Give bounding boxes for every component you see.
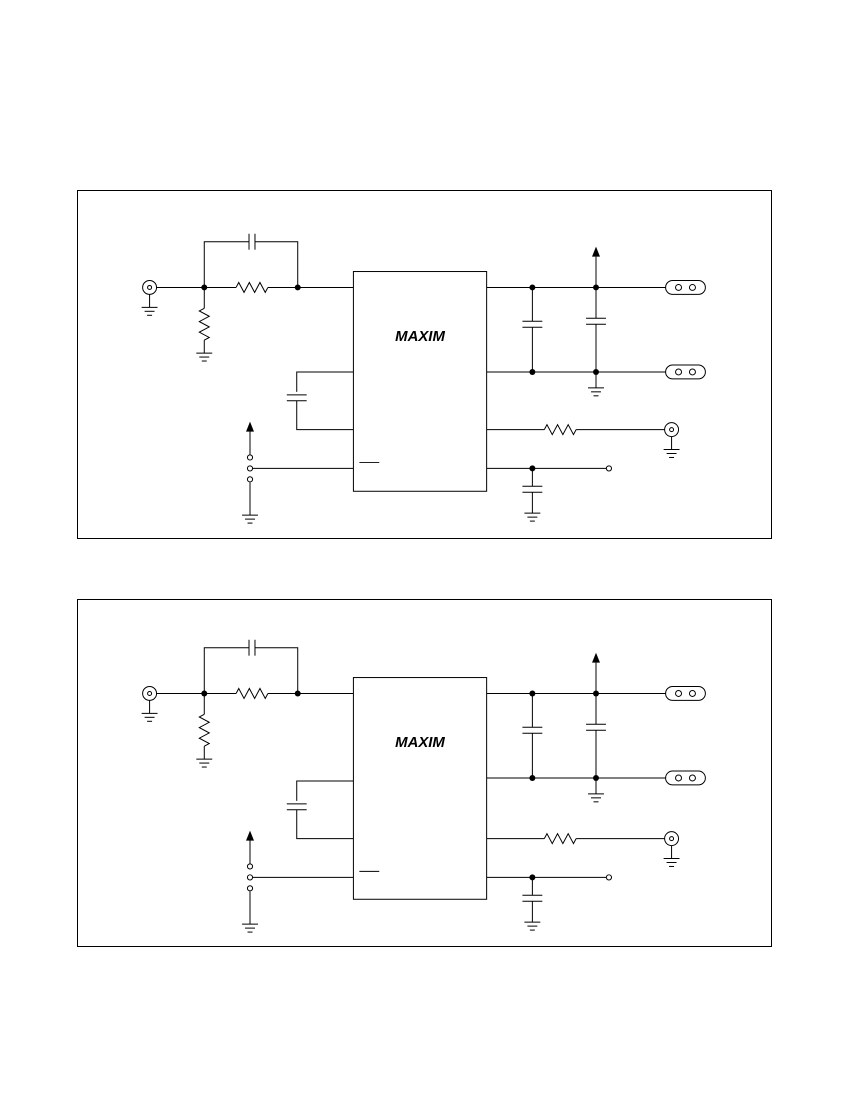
ic-box	[352, 677, 488, 900]
coax-connector-pin	[669, 427, 675, 433]
jack-pin	[688, 689, 696, 697]
open-terminal	[605, 465, 613, 472]
junction-dot	[529, 368, 536, 375]
wire	[296, 371, 354, 392]
ground-symbol	[663, 858, 680, 867]
supply-arrow	[592, 652, 600, 663]
coax-connector	[142, 686, 158, 701]
capacitor	[248, 639, 256, 656]
ic-box	[352, 271, 488, 492]
jack-pin	[688, 774, 696, 782]
ground-symbol	[588, 387, 604, 397]
resistor	[543, 832, 577, 845]
ground-symbol	[196, 352, 213, 362]
coax-connector-pin	[147, 690, 153, 696]
capacitor	[248, 233, 256, 250]
jack-connector	[665, 770, 706, 786]
jack-pin	[675, 689, 683, 697]
resistor	[198, 713, 211, 747]
junction-dot	[529, 465, 536, 472]
capacitor	[286, 803, 307, 811]
open-terminal	[605, 874, 613, 881]
ground-symbol	[242, 514, 258, 524]
resistor	[235, 281, 269, 294]
supply-arrow	[246, 830, 254, 841]
coax-connector-pin	[147, 284, 153, 290]
capacitor	[522, 894, 543, 902]
coax-connector-pin	[669, 836, 675, 842]
ground-symbol	[242, 923, 258, 933]
wire	[296, 809, 354, 840]
open-terminal	[246, 465, 254, 472]
capacitor	[522, 485, 543, 493]
schematic-panel-2: MAXIM	[77, 599, 772, 947]
junction-dot	[529, 774, 536, 781]
supply-arrow	[592, 246, 600, 257]
wire	[203, 241, 250, 288]
jack-connector	[665, 364, 706, 380]
ground-symbol	[141, 712, 158, 722]
supply-arrow	[246, 421, 254, 432]
schematic-panel-1: MAXIM	[77, 190, 772, 539]
open-terminal	[246, 874, 254, 881]
ground-symbol	[588, 793, 604, 803]
junction-dot	[529, 690, 536, 697]
wire	[254, 647, 299, 694]
wire	[203, 647, 250, 694]
ground-symbol	[196, 758, 213, 768]
capacitor	[286, 394, 307, 402]
capacitor	[586, 723, 606, 731]
schematic-drawing-1: MAXIM	[141, 233, 706, 524]
open-terminal	[246, 454, 254, 461]
ground-symbol	[663, 449, 680, 458]
maxim-logo-text: MAXIM	[395, 329, 445, 345]
jack-pin	[675, 368, 683, 376]
wire	[296, 780, 354, 801]
jack-pin	[688, 368, 696, 376]
resistor	[235, 687, 269, 700]
resistor	[543, 423, 577, 436]
capacitor	[522, 320, 543, 328]
capacitor	[522, 726, 543, 734]
open-terminal	[246, 863, 254, 870]
jack-connector	[665, 686, 706, 701]
jack-pin	[688, 283, 696, 291]
coax-connector	[664, 422, 680, 438]
ground-symbol	[141, 306, 158, 316]
jack-connector	[665, 279, 706, 295]
coax-connector	[142, 279, 158, 295]
schematic-drawing-2: MAXIM	[141, 639, 706, 933]
wire	[296, 400, 354, 431]
open-terminal	[246, 885, 254, 892]
jack-pin	[675, 774, 683, 782]
resistor	[198, 307, 211, 341]
jack-pin	[675, 283, 683, 291]
maxim-logo-text: MAXIM	[395, 735, 445, 751]
open-terminal	[246, 476, 254, 483]
wire	[254, 241, 299, 288]
ground-symbol	[524, 921, 541, 931]
coax-connector	[664, 831, 680, 847]
capacitor	[586, 317, 606, 325]
ground-symbol	[524, 512, 541, 522]
